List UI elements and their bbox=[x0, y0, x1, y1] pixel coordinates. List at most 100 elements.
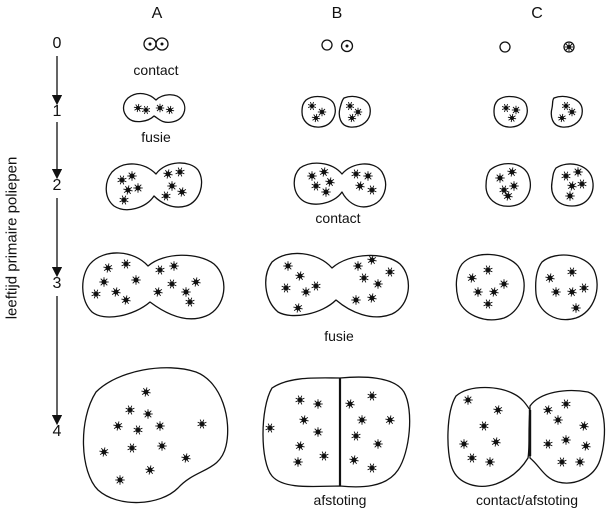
polyp-mark bbox=[113, 421, 123, 431]
polyp-mark bbox=[181, 453, 191, 463]
polyp-mark bbox=[167, 279, 177, 289]
polyp-mark bbox=[185, 297, 195, 307]
polyp-mark bbox=[123, 185, 133, 195]
polyp-mark bbox=[511, 105, 521, 115]
polyp-mark bbox=[311, 181, 321, 191]
colony-a4 bbox=[82, 367, 229, 504]
colony-c1-right bbox=[550, 95, 583, 128]
polyp-mark bbox=[567, 267, 577, 277]
polyp-mark bbox=[567, 181, 577, 191]
polyp-mark bbox=[293, 303, 303, 313]
polyp-mark bbox=[363, 171, 373, 181]
polyp-mark bbox=[575, 457, 585, 467]
polyp-mark bbox=[197, 419, 207, 429]
colony-c4-left bbox=[447, 386, 531, 487]
polyp-mark bbox=[561, 435, 571, 445]
colony-c2-right bbox=[550, 163, 594, 207]
polyp-mark bbox=[125, 405, 135, 415]
polyp-mark bbox=[157, 441, 167, 451]
polyp-mark bbox=[99, 277, 109, 287]
polyp-mark bbox=[373, 439, 383, 449]
polyp-mark bbox=[169, 261, 179, 271]
polyp-mark bbox=[579, 283, 589, 293]
polyp-mark bbox=[325, 177, 335, 187]
polyp-b0-right bbox=[340, 39, 354, 53]
stage-3 bbox=[82, 252, 598, 321]
polyp-mark bbox=[181, 287, 191, 297]
polyp-mark bbox=[133, 183, 143, 193]
polyp-mark bbox=[499, 279, 509, 289]
polyp-mark bbox=[347, 113, 357, 123]
polyp-mark bbox=[567, 107, 577, 117]
caption-c-contact-afstoting: contact/afstoting bbox=[476, 492, 578, 508]
polyp-c0-left bbox=[499, 41, 511, 53]
polyp-mark bbox=[557, 457, 567, 467]
polyp-mark bbox=[491, 437, 501, 447]
polyp-mark bbox=[293, 457, 303, 467]
colony-a2 bbox=[105, 162, 203, 211]
colony-c1-left bbox=[493, 95, 528, 128]
polyp-mark bbox=[115, 475, 125, 485]
age-label-3: 3 bbox=[52, 275, 62, 292]
polyp-mark bbox=[564, 42, 574, 52]
polyp-mark bbox=[373, 279, 383, 289]
polyp-mark bbox=[295, 271, 305, 281]
polyp-b0-left bbox=[321, 39, 333, 51]
polyp-mark bbox=[509, 181, 519, 191]
colony-c3-right bbox=[535, 254, 598, 321]
caption-b-afstoting: afstoting bbox=[313, 492, 367, 508]
polyp-mark bbox=[127, 171, 137, 181]
polyp-mark bbox=[543, 405, 553, 415]
polyp-mark bbox=[155, 421, 165, 431]
age-label-2: 2 bbox=[52, 177, 62, 194]
polyp-mark bbox=[579, 421, 589, 431]
polyp-c0-right bbox=[563, 41, 575, 53]
polyp-mark bbox=[473, 287, 483, 297]
caption-a-contact: contact bbox=[133, 62, 179, 78]
polyp-mark bbox=[127, 443, 137, 453]
polyp-mark bbox=[561, 101, 571, 111]
colony-c4-right bbox=[529, 389, 606, 484]
polyp-mark bbox=[503, 191, 513, 201]
polyp-mark bbox=[353, 107, 363, 117]
stage-1 bbox=[122, 92, 583, 128]
polyp-mark bbox=[141, 105, 151, 115]
polyp-mark bbox=[571, 303, 581, 313]
polyp-mark bbox=[161, 191, 171, 201]
polyp-mark bbox=[191, 277, 201, 287]
column-header-b: B bbox=[331, 5, 343, 22]
polyp-mark bbox=[495, 173, 505, 183]
polyp-mark bbox=[345, 101, 355, 111]
polyp-mark bbox=[295, 395, 305, 405]
polyp-mark bbox=[489, 287, 499, 297]
polyp-mark bbox=[459, 439, 469, 449]
polyp-mark bbox=[153, 287, 163, 297]
polyp-mark bbox=[177, 187, 187, 197]
polyp-mark bbox=[143, 409, 153, 419]
polyp-mark bbox=[319, 451, 329, 461]
polyp-mark bbox=[545, 273, 555, 283]
column-header-a: A bbox=[151, 5, 163, 22]
polyp-mark bbox=[155, 103, 165, 113]
polyp-a0-right bbox=[155, 37, 169, 51]
polyp-mark bbox=[133, 103, 143, 113]
stage-2 bbox=[105, 162, 594, 211]
polyp-mark bbox=[483, 265, 493, 275]
polyp-mark bbox=[353, 261, 363, 271]
polyp-mark bbox=[581, 441, 591, 451]
polyp-mark bbox=[367, 185, 377, 195]
polyp-mark bbox=[299, 415, 309, 425]
polyp-mark bbox=[367, 293, 377, 303]
polyp-mark bbox=[319, 167, 329, 177]
polyp-mark bbox=[483, 299, 493, 309]
polyp-mark bbox=[543, 439, 553, 449]
stage-4 bbox=[82, 367, 606, 504]
polyp-mark bbox=[133, 425, 143, 435]
colony-b4 bbox=[262, 376, 411, 488]
colony-a1 bbox=[122, 92, 186, 124]
caption-b-fusie: fusie bbox=[324, 328, 354, 344]
polyp-mark bbox=[561, 399, 571, 409]
polyp-mark bbox=[467, 453, 477, 463]
polyp-mark bbox=[301, 287, 311, 297]
polyp-mark bbox=[91, 289, 101, 299]
